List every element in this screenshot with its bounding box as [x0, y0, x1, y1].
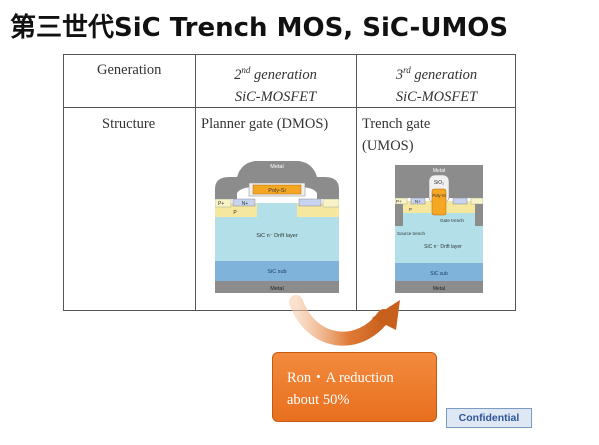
- confidential-badge: Confidential: [446, 408, 532, 428]
- svg-text:Poly-Si: Poly-Si: [268, 188, 285, 194]
- svg-text:SiO₂: SiO₂: [434, 180, 444, 186]
- header-3rd-generation: 3rd generation SiC-MOSFET: [395, 65, 478, 105]
- svg-text:SiC sub: SiC sub: [430, 271, 448, 277]
- svg-text:Metal: Metal: [270, 286, 283, 292]
- header-2nd-generation: 2nd generation SiC-MOSFET: [234, 65, 317, 105]
- callout-line-2: about 50%: [287, 392, 350, 408]
- svg-text:Gate trench: Gate trench: [440, 218, 464, 223]
- svg-text:SiC n⁻ Drift layer: SiC n⁻ Drift layer: [424, 244, 462, 250]
- umos-cross-section: Metal SiO₂ Poly-Si Gate trench N+ P+ P S…: [395, 165, 483, 293]
- slide-title: 第三世代SiC Trench MOS, SiC-UMOS: [10, 13, 509, 43]
- svg-text:P+: P+: [218, 201, 224, 207]
- umos-substrate: [395, 263, 483, 281]
- svg-text:Source trench: Source trench: [397, 231, 426, 236]
- svg-text:P: P: [233, 210, 237, 216]
- dmos-poly-si: [252, 184, 302, 195]
- svg-text:N+: N+: [415, 199, 421, 204]
- callout-line-1: Ron・A reduction: [287, 370, 394, 386]
- table-column-divider: [195, 55, 196, 310]
- svg-text:SiC sub: SiC sub: [267, 269, 286, 275]
- svg-text:Metal: Metal: [433, 168, 445, 174]
- dmos-n-plus-right: [298, 198, 322, 207]
- svg-text:Metal: Metal: [433, 286, 445, 292]
- svg-text:P: P: [409, 207, 412, 212]
- umos-gate-type: Trench gate (UMOS): [362, 116, 431, 154]
- dmos-substrate: [215, 261, 339, 281]
- svg-text:P+: P+: [396, 199, 402, 204]
- svg-text:SiC n⁻ Drift layer: SiC n⁻ Drift layer: [256, 233, 298, 239]
- table-column-divider: [356, 55, 357, 310]
- umos-source-trench-right: [475, 204, 483, 226]
- umos-source-trench-left: [395, 204, 403, 226]
- header-generation-label: Generation: [97, 62, 162, 78]
- dmos-cross-section: Metal Poly-Si N+ P+ P SiC n⁻ Drift layer…: [215, 159, 339, 293]
- header-2nd-generation-type: SiC-MOSFET: [234, 88, 317, 105]
- svg-text:N+: N+: [242, 201, 249, 207]
- ron-reduction-callout: Ron・A reduction about 50%: [272, 352, 437, 422]
- svg-text:Poly-Si: Poly-Si: [432, 193, 445, 198]
- umos-p-plus-right: [470, 197, 483, 205]
- structure-row-label: Structure: [102, 116, 156, 132]
- header-3rd-generation-type: SiC-MOSFET: [395, 88, 478, 105]
- table-row-divider: [64, 107, 515, 108]
- dmos-bottom-metal: [215, 281, 339, 293]
- umos-poly-si: [431, 188, 447, 216]
- umos-bottom-metal: [395, 281, 483, 293]
- svg-text:Metal: Metal: [270, 164, 283, 170]
- dmos-gate-type: Planner gate (DMOS): [201, 116, 329, 132]
- dmos-n-plus-left: [232, 198, 256, 207]
- umos-n-plus-right: [452, 197, 468, 205]
- dmos-top-metal: [215, 161, 339, 199]
- dmos-p-plus-right: [322, 198, 339, 208]
- comparison-table: Generation 2nd generation SiC-MOSFET 3rd…: [63, 54, 516, 311]
